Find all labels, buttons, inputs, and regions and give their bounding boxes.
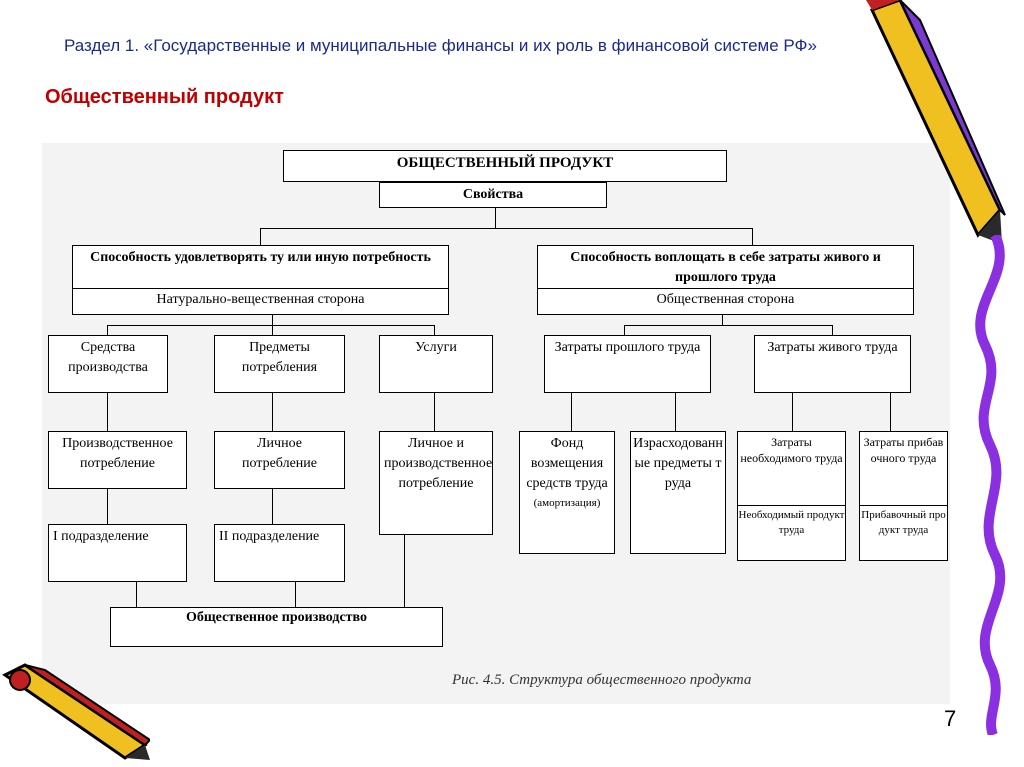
connector	[107, 325, 434, 326]
division-two-label: II подразделение	[219, 529, 320, 544]
root-box: ОБЩЕСТВЕННЫЙ ПРОДУКТ	[283, 150, 727, 182]
page-number: 7	[944, 706, 957, 731]
replacement-fund-note: (амортизация)	[533, 497, 601, 509]
properties-label: Свойства	[462, 187, 524, 202]
consumer-goods-label: Предметы потребления	[241, 340, 318, 375]
productive-consumption-label: Производственное потребление	[62, 436, 173, 471]
necessary-product-label: Необходимый продукт труда	[738, 509, 845, 536]
consumer-goods-box: Предметы потребления	[214, 335, 345, 393]
left-branch-title: Способность удовлетворять ту или иную по…	[90, 250, 431, 265]
spent-materials-box: Израсходованные предметы труда	[630, 431, 726, 554]
connector	[107, 393, 108, 431]
connector	[260, 228, 752, 229]
connector	[295, 582, 296, 607]
pencil-icon	[866, 0, 1006, 244]
mixed-consumption-label: Личное и производственное потребление	[384, 436, 493, 491]
past-labor-label: Затраты прошлого труда	[554, 340, 701, 355]
connector	[272, 393, 273, 431]
necessary-labor-label: Затраты необходимого труда	[740, 435, 843, 465]
connector	[434, 325, 435, 335]
replacement-fund-box: Фонд возмещения средств труда (амортизац…	[519, 431, 615, 554]
connector	[434, 393, 435, 431]
mixed-consumption-box: Личное и производственное потребление	[379, 431, 493, 535]
living-labor-box: Затраты живого труда	[754, 335, 911, 393]
replacement-fund-label: Фонд возмещения средств труда	[526, 436, 608, 491]
spent-materials-label: Израсходованные предметы труда	[633, 436, 723, 491]
social-production-box: Общественное производство	[110, 607, 443, 647]
living-labor-label: Затраты живого труда	[767, 340, 898, 355]
purple-ribbon-icon	[975, 235, 1006, 735]
connector	[832, 325, 833, 335]
connector	[136, 582, 137, 607]
slide-heading: Общественный продукт	[45, 86, 284, 108]
connector	[404, 535, 405, 607]
services-box: Услуги	[379, 335, 493, 393]
personal-consumption-label: Личное потребление	[242, 436, 317, 471]
division-one-box: I подразделение	[48, 524, 187, 582]
left-branch-side: Натурально-вещественная сторона	[156, 292, 365, 307]
right-branch-side: Общественная сторона	[656, 292, 795, 307]
surplus-labor-box: Затраты прибавочного труда Прибавочный п…	[859, 431, 948, 561]
figure-caption: Рис. 4.5. Структура общественного продук…	[452, 672, 752, 688]
left-branch-box: Способность удовлетворять ту или иную по…	[72, 245, 449, 315]
root-label: ОБЩЕСТВЕННЫЙ ПРОДУКТ	[396, 155, 614, 171]
division-two-box: II подразделение	[214, 524, 345, 582]
section-title: Раздел 1. «Государственные и муниципальн…	[64, 36, 817, 55]
connector	[571, 393, 572, 431]
means-of-production-label: Средства производства	[68, 340, 148, 375]
means-of-production-box: Средства производства	[48, 335, 168, 393]
surplus-labor-label: Затраты прибавочного труда	[863, 435, 944, 465]
properties-box: Свойства	[379, 182, 607, 208]
connector	[107, 489, 108, 524]
connector	[107, 325, 108, 335]
social-production-label: Общественное производство	[185, 610, 368, 625]
connector	[792, 393, 793, 431]
connector	[722, 315, 723, 325]
surplus-product-label: Прибавочный продукт труда	[861, 509, 946, 536]
connector	[260, 228, 261, 245]
productive-consumption-box: Производственное потребление	[48, 431, 187, 489]
right-branch-box: Способность воплощать в себе затраты жив…	[537, 245, 914, 315]
connector	[272, 315, 273, 335]
connector	[495, 208, 496, 228]
personal-consumption-box: Личное потребление	[214, 431, 345, 489]
division-one-label: I подразделение	[53, 529, 149, 544]
past-labor-box: Затраты прошлого труда	[544, 335, 711, 393]
connector	[890, 393, 891, 431]
necessary-labor-box: Затраты необходимого труда Необходимый п…	[737, 431, 846, 561]
right-branch-title: Способность воплощать в себе затраты жив…	[570, 250, 881, 285]
connector	[675, 393, 676, 431]
connector	[624, 325, 625, 335]
connector	[272, 489, 273, 524]
pencil-icon	[2, 663, 150, 760]
connector	[624, 325, 832, 326]
services-label: Услуги	[415, 340, 457, 355]
connector	[752, 228, 753, 245]
